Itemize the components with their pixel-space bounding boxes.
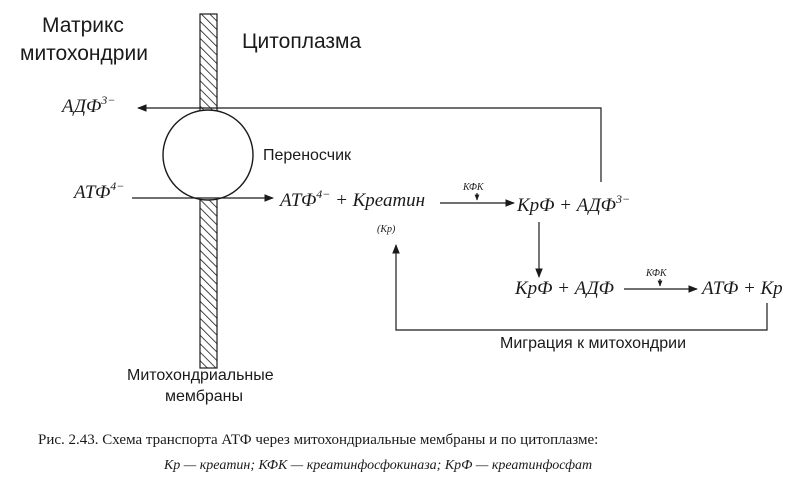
carrier-label: Переносчик <box>263 147 352 164</box>
membranes-label-line2: мембраны <box>165 388 243 405</box>
matrix-label-line1: Матрикс <box>42 14 124 37</box>
reaction2-left: КрФ + АДФ <box>514 278 614 299</box>
reaction2-enzyme: КФК <box>645 268 668 279</box>
carrier-circle <box>162 109 254 201</box>
adp3-species: АДФ3− <box>60 93 115 117</box>
reaction1-reactants: АТФ4− + Креатин <box>278 187 425 211</box>
membranes-label-line1: Митохондриальные <box>127 367 274 384</box>
cytoplasm-label: Цитоплазма <box>242 30 361 53</box>
migration-arrow <box>392 244 768 331</box>
matrix-label-line2: митохондрии <box>20 42 148 65</box>
reaction1-enzyme: КФК <box>462 182 485 193</box>
adp-return-arrow <box>137 104 602 182</box>
creatine-abbr: (Кр) <box>377 224 396 235</box>
atp4-species: АТФ4− <box>72 179 124 203</box>
figure-caption-line1: Рис. 2.43. Схема транспорта АТФ через ми… <box>38 432 598 448</box>
migration-label: Миграция к митохондрии <box>500 335 686 352</box>
reaction2-right: АТФ + Кр <box>700 278 783 299</box>
figure-caption-line2: Кр — креатин; КФК — креатинфосфокиназа; … <box>163 458 592 473</box>
reaction1-products: КрФ + АДФ3− <box>516 192 630 216</box>
